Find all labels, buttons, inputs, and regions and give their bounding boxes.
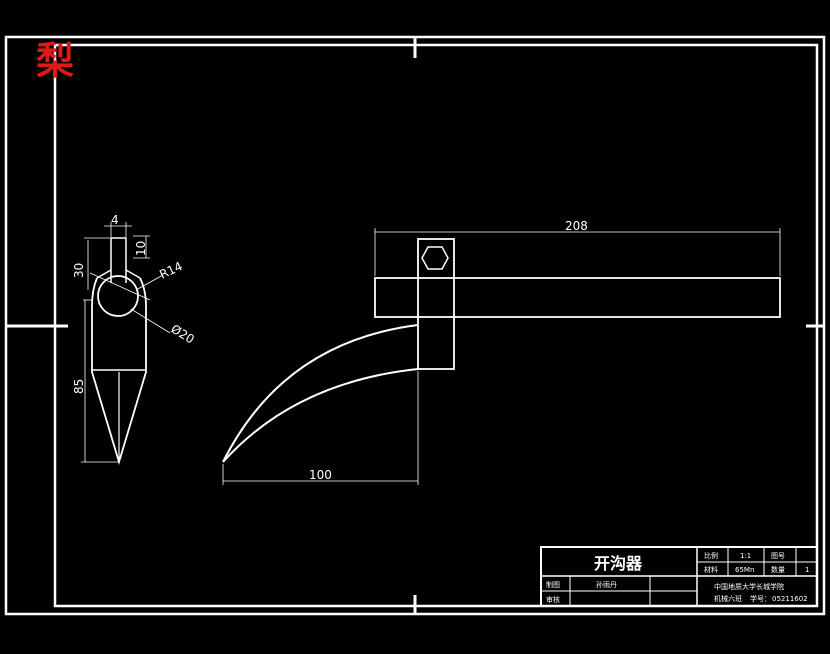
title-drawn-value: 孙雨丹 [596,580,617,589]
front-view [222,238,781,463]
title-student-id-value: 05211602 [772,595,808,603]
dim-bar-length: 208 [565,219,588,233]
title-scale-label: 比例 [704,551,718,560]
title-quantity-value: 1 [805,566,809,574]
title-part-name: 开沟器 [594,554,643,573]
dim-slot-width: 4 [111,213,119,227]
red-stamp: 梨 [36,38,74,83]
dim-bore-dia: Ø20 [168,322,196,347]
title-student-id-label: 学号： [750,594,771,603]
dim-slot-depth: 10 [134,241,148,256]
title-scale-value: 1:1 [740,552,751,560]
title-class-label: 机械六班 [714,594,742,603]
side-view [91,237,147,466]
dim-blade-length: 85 [72,379,86,394]
dim-hook-reach: 100 [309,468,332,482]
title-material-label: 材料 [704,565,718,574]
title-drawn-label: 制图 [546,580,560,589]
title-checked-label: 审核 [546,595,560,604]
dim-height-to-bore: 30 [72,263,86,278]
dim-radius: R14 [157,259,184,282]
front-view-dimensions [222,228,781,485]
drawing-frame [4,35,826,616]
title-quantity-label: 数量 [771,565,785,574]
title-drawing-no-label: 图号 [771,552,785,560]
side-view-dimensions [81,222,171,463]
title-material-value: 65Mn [735,566,754,574]
title-block [540,546,818,607]
title-institution: 中国地质大学长城学院 [714,582,784,591]
